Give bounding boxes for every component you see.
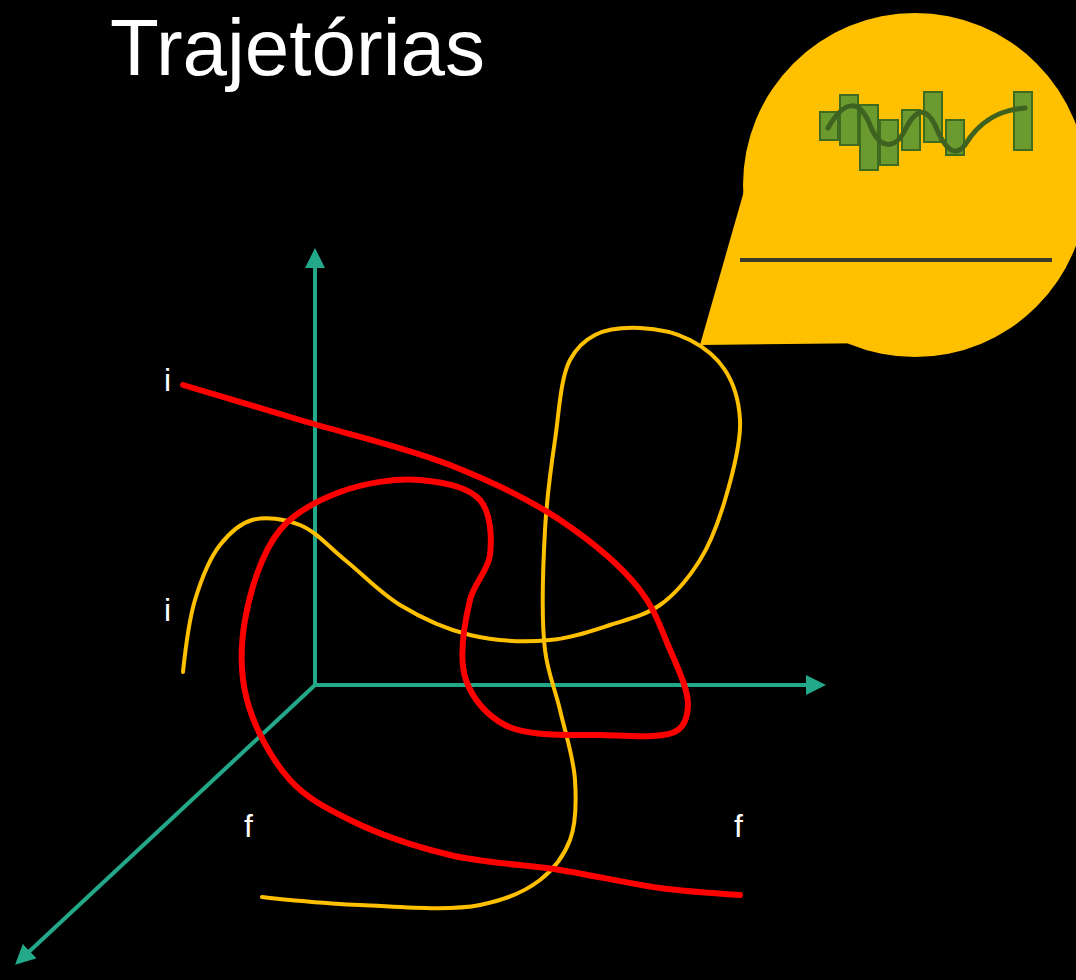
endpoint-label: f	[244, 810, 253, 842]
axes	[18, 252, 822, 962]
y-axis	[313, 252, 317, 685]
x-axis	[315, 683, 822, 687]
red-trajectory	[183, 385, 740, 895]
z-axis	[18, 685, 315, 962]
yellow-trajectory	[183, 328, 740, 908]
endpoint-label: i	[164, 594, 171, 626]
slide-title: Trajetórias	[110, 0, 485, 96]
callout-bubble	[700, 13, 1076, 357]
endpoint-label: f	[734, 810, 743, 842]
endpoint-label: i	[164, 364, 171, 396]
